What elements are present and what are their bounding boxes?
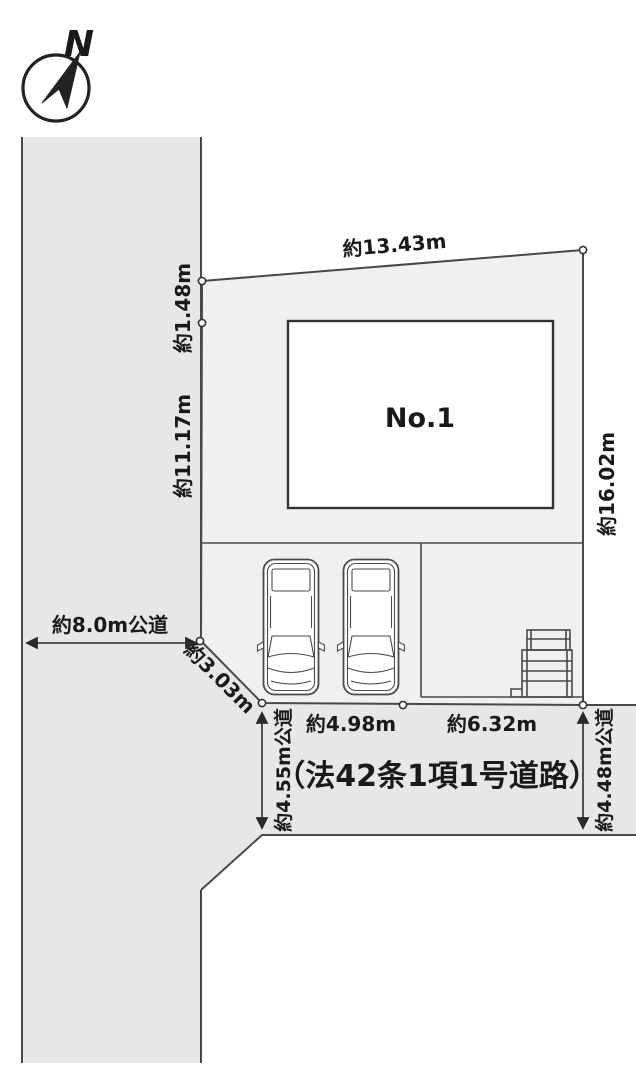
boundary-point <box>197 318 207 328</box>
boundary-point <box>578 700 588 710</box>
dim-frontage-right-label: 約6.32m <box>447 712 537 736</box>
entrance-stairs <box>510 629 573 698</box>
dim-top-label: 約13.43m <box>342 229 448 261</box>
car-2 <box>336 558 406 696</box>
boundary-point <box>257 698 267 708</box>
boundary-points <box>195 245 588 710</box>
dim-left-lower-label: 約11.17m <box>171 394 195 498</box>
road-area <box>22 137 636 1063</box>
compass-needle-icon <box>41 51 81 109</box>
road-bottom-name-label: （法42条1項1号道路） <box>275 759 599 794</box>
road-bottom-width-right-label: 約4.48m公道 <box>593 708 616 832</box>
dim-left-upper-label: 約1.48m <box>171 263 195 353</box>
boundary-point <box>578 245 588 255</box>
road-left-width-label: 約8.0m公道 <box>52 613 168 637</box>
road-bottom-width-left-label: 約4.55m公道 <box>272 708 295 832</box>
building-label: No.1 <box>385 403 455 434</box>
compass-north-label: N <box>64 24 94 65</box>
north-compass: N <box>21 24 94 123</box>
dim-right-label: 約16.02m <box>595 432 619 536</box>
building-no1: No.1 <box>286 319 555 510</box>
road-bottom-border <box>200 834 636 891</box>
boundary-point <box>197 276 207 286</box>
car-1 <box>256 558 326 696</box>
boundary-point <box>398 700 408 710</box>
boundary-point <box>195 636 205 646</box>
dim-frontage-left-label: 約4.98m <box>306 712 396 736</box>
